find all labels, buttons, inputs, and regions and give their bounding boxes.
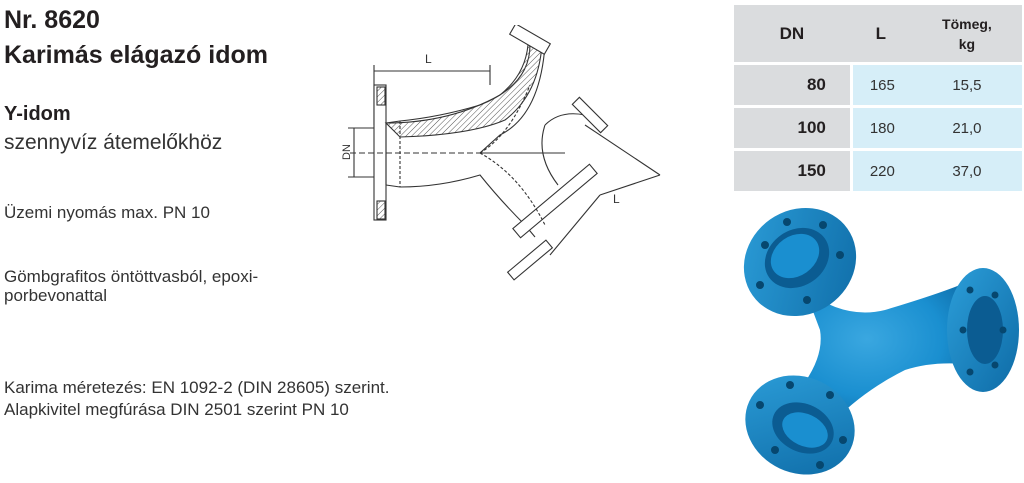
- cell-mass: 21,0: [911, 105, 1022, 148]
- product-photo: [743, 207, 1019, 475]
- material-spec-line2: porbevonattal: [4, 286, 108, 305]
- cell-mass: 37,0: [911, 148, 1022, 191]
- dim-label-l-top: L: [425, 52, 432, 66]
- col-header-l: L: [849, 5, 912, 62]
- cell-dn: 150: [734, 148, 850, 191]
- material-spec-line1: Gömbgrafitos öntöttvasból, epoxi-: [4, 267, 259, 286]
- cell-l: 220: [849, 148, 912, 191]
- dim-label-dn: DN: [341, 144, 353, 160]
- product-type: Y-idom: [4, 103, 71, 125]
- dimension-table: DN L Tömeg, kg 80 165 15,5 100 180 21,0 …: [734, 5, 1022, 191]
- table-row: 150 220 37,0: [734, 148, 1022, 191]
- drilling-standard: Alapkivitel megfúrása DIN 2501 szerint P…: [4, 400, 349, 419]
- product-use: szennyvíz átemelőkhöz: [4, 131, 223, 154]
- col-header-mass-line2: kg: [958, 35, 976, 52]
- cell-dn: 100: [734, 105, 850, 148]
- table-row: 80 165 15,5: [734, 62, 1022, 105]
- cell-l: 180: [849, 105, 912, 148]
- col-header-mass-line1: Tömeg,: [942, 15, 992, 32]
- col-header-dn: DN: [734, 5, 850, 62]
- technical-drawing: L L DN: [341, 25, 661, 281]
- product-name: Karimás elágazó idom: [4, 41, 268, 69]
- cell-dn: 80: [734, 62, 850, 105]
- product-number: Nr. 8620: [4, 6, 100, 34]
- pressure-spec: Üzemi nyomás max. PN 10: [4, 203, 210, 222]
- cell-mass: 15,5: [911, 62, 1022, 105]
- flange-standard: Karima méretezés: EN 1092-2 (DIN 28605) …: [4, 378, 390, 397]
- cell-l: 165: [849, 62, 912, 105]
- col-header-mass: Tömeg, kg: [911, 5, 1022, 62]
- table-row: 100 180 21,0: [734, 105, 1022, 148]
- dim-label-l-side: L: [613, 192, 620, 206]
